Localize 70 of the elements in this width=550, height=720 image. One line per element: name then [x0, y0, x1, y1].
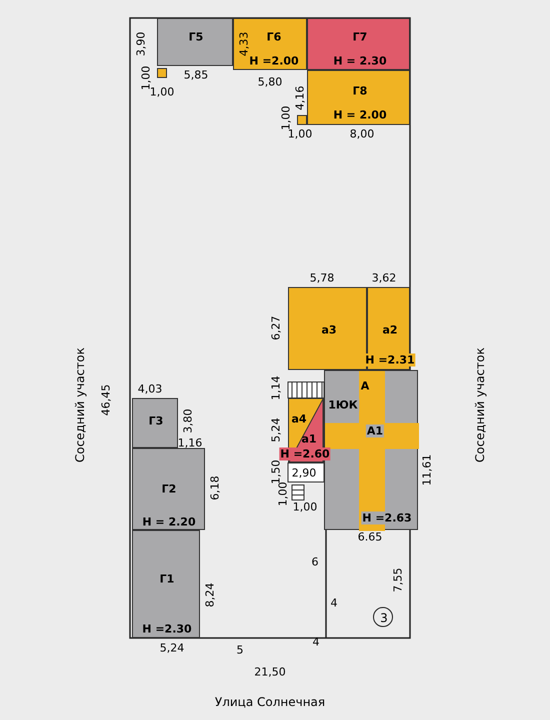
toilet-block: [157, 68, 167, 78]
dimension-label: 6,27: [270, 316, 282, 340]
dimension-label: 4,03: [138, 382, 162, 396]
dimension-label: 1,00: [140, 66, 152, 90]
height-label: Н =2.30: [141, 622, 193, 636]
plot-number-circle: [373, 607, 393, 627]
extension-building: [288, 287, 367, 370]
dimension-label: 1,00: [150, 86, 174, 98]
dimension-label: 5,24: [270, 418, 282, 442]
dimension-label: 4: [312, 636, 320, 648]
dimension-label: 1,14: [270, 376, 282, 400]
building-label: а3: [321, 324, 337, 336]
building-label: Г2: [162, 482, 176, 496]
dimension-label: 5: [236, 644, 244, 656]
building-label: а2: [382, 324, 398, 336]
dimension-label: 4,16: [294, 86, 306, 110]
height-label: Н =2.60: [279, 448, 331, 460]
garage-building: [132, 398, 178, 448]
dimension-label: 3,90: [134, 32, 148, 56]
dimension-label: 1,00: [276, 482, 290, 506]
dimension-label: 3,80: [182, 408, 194, 434]
toilet-block: [297, 115, 307, 125]
dimension-label: 4,33: [238, 32, 250, 56]
building-label: а1: [301, 432, 317, 446]
building-label: Г8: [352, 84, 368, 98]
outbuilding: [307, 18, 410, 70]
outbuilding: [307, 70, 410, 125]
dimension-label: 8,24: [204, 582, 216, 608]
dimension-label: 6: [312, 556, 318, 568]
dimension-label: 21,50: [254, 666, 286, 678]
dimension-label: 1,00: [288, 128, 312, 140]
dimension-label: 2,90: [292, 466, 316, 480]
building-label: 1ЮК: [327, 398, 359, 412]
neighbour-plot-label: Соседний участок: [473, 348, 487, 462]
dimension-label: 6,18: [208, 476, 222, 500]
garage-building: [157, 18, 233, 66]
height-label: Н =2.63: [361, 512, 413, 524]
neighbour-plot-label: Соседний участок: [73, 348, 87, 462]
dimension-label: 5,24: [160, 642, 184, 654]
building-label: 3: [380, 611, 388, 625]
height-label: Н =2.31: [364, 354, 416, 366]
garage-building: [132, 448, 205, 530]
dimension-label: 7,55: [392, 568, 404, 592]
height-label: Н = 2.20: [141, 516, 197, 528]
height-label: Н =2.00: [248, 54, 300, 68]
dimension-label: 1,00: [292, 500, 318, 514]
dimension-label: 11,61: [420, 454, 434, 486]
dimension-label: 4: [330, 596, 338, 610]
dimension-label: 1,00: [280, 106, 292, 130]
building-label: А1: [366, 424, 384, 438]
street-name-label: Улица Солнечная: [214, 695, 326, 709]
garage-building: [132, 530, 200, 638]
height-label: Н = 2.30: [332, 54, 388, 68]
dimension-label: 3,62: [372, 272, 396, 284]
dimension-label: 6.65: [358, 530, 382, 544]
building-label: Г3: [148, 414, 164, 428]
dimension-label: 1,16: [178, 436, 202, 450]
building-label: Г1: [160, 572, 174, 586]
dimension-label: 8,00: [350, 128, 374, 140]
dimension-label: 5,85: [184, 68, 208, 82]
dimension-label: 5,78: [310, 272, 334, 284]
building-label: Г6: [266, 30, 282, 44]
building-label: а4: [291, 412, 307, 426]
building-label: А: [360, 380, 370, 392]
dimension-label: 5,80: [258, 76, 282, 88]
height-label: Н = 2.00: [332, 108, 388, 122]
dimension-label: 46,45: [100, 384, 112, 416]
outbuilding: [233, 18, 307, 70]
building-label: Г5: [188, 30, 204, 44]
building-label: Г7: [352, 30, 368, 44]
